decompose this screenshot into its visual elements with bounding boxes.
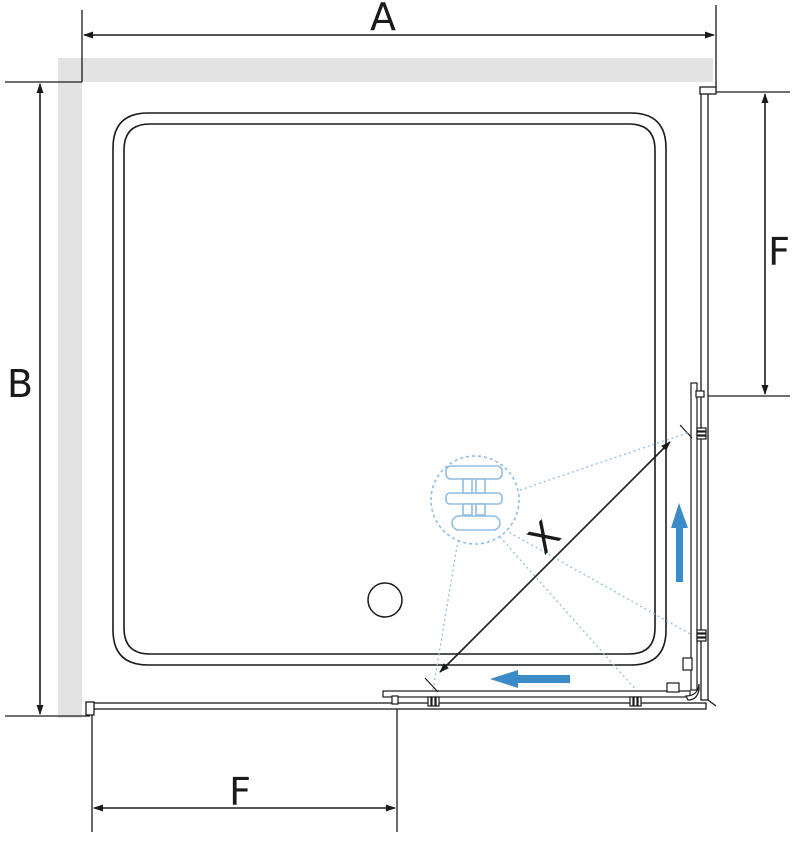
roller-bottom-right: [629, 696, 642, 707]
bottom-fixed-panel: [85, 699, 717, 716]
tray-inner-outline: [123, 123, 656, 655]
rollers: [427, 427, 707, 707]
corner-handles: [666, 657, 700, 701]
drain-icon: [367, 582, 403, 618]
tray-outer-outline: [112, 112, 667, 666]
right-sliding-door: [679, 382, 705, 691]
shower-tray: [112, 112, 667, 666]
arrow-left-icon: [490, 670, 570, 688]
label-x: X: [520, 513, 570, 563]
back-wall: [58, 58, 713, 82]
roller-right-upper: [696, 427, 707, 440]
roller-detail-icon: [430, 455, 520, 545]
dimension-x-line: [439, 441, 671, 673]
arrow-up-icon: [671, 503, 688, 582]
label-b: B: [7, 362, 33, 406]
side-wall: [58, 58, 82, 718]
roller-right-lower: [696, 629, 707, 642]
label-f-right: F: [768, 230, 790, 274]
bottom-sliding-door: [382, 677, 691, 705]
label-f-bottom: F: [229, 770, 251, 814]
label-a: A: [370, 0, 396, 39]
roller-bottom-left: [427, 696, 440, 707]
dimension-lines: [36, 31, 769, 812]
